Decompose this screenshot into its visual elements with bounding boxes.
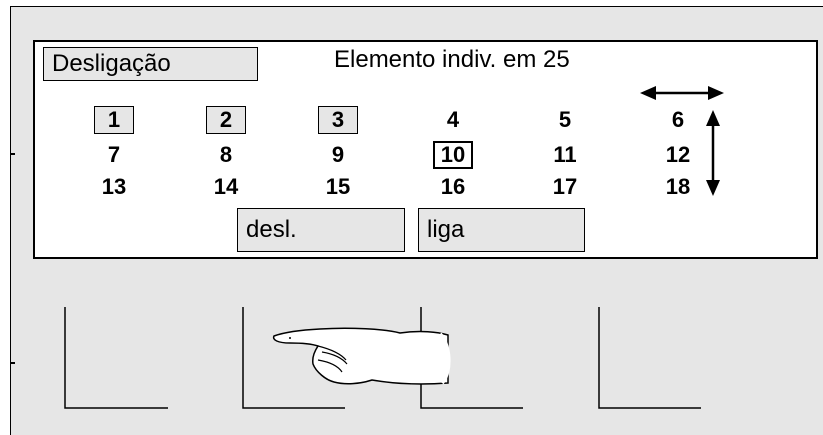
left-right-arrow-icon[interactable] [640,86,724,100]
pointing-hand-icon [274,328,449,384]
module-slot [65,307,168,408]
module-slot [599,307,701,408]
up-down-arrow-icon[interactable] [706,110,720,196]
